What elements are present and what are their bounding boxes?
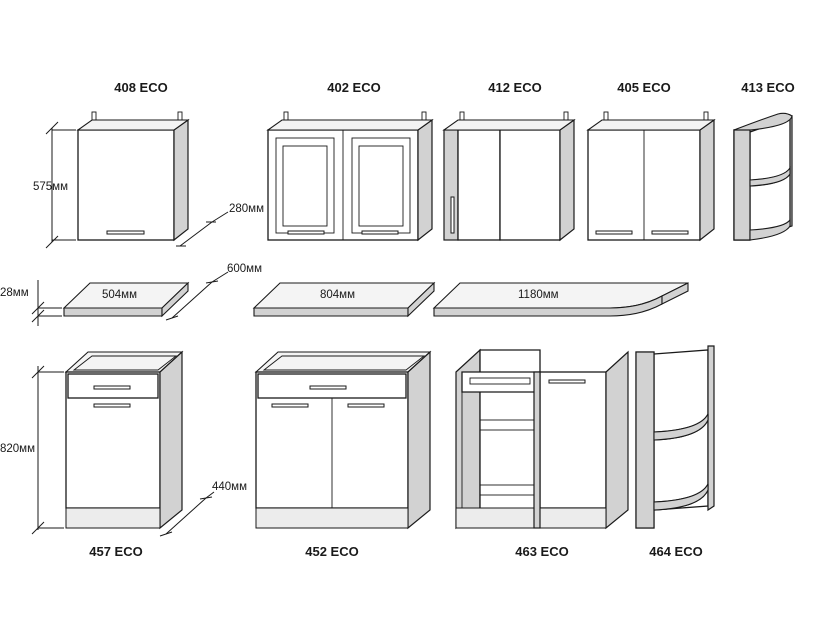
label-464: 464 ECO: [649, 544, 702, 559]
handle-icon: [450, 196, 455, 234]
dim-1180: 1180мм: [518, 289, 559, 301]
label-408: 408 ECO: [114, 80, 167, 95]
handle-icon: [309, 385, 347, 390]
dim-600: 600мм: [227, 263, 262, 275]
dim-280: 280мм: [229, 203, 264, 215]
dim-440: 440мм: [212, 481, 247, 493]
handle-icon: [595, 230, 633, 235]
handle-icon: [106, 230, 145, 235]
cabinet-457: [64, 350, 184, 530]
dim-575: 575мм: [33, 181, 68, 193]
handle-icon: [93, 403, 131, 408]
handle-icon: [271, 403, 309, 408]
cabinet-452: [254, 350, 432, 530]
handle-icon: [93, 385, 131, 390]
cabinet-413: [733, 112, 793, 241]
worktop-804: [252, 281, 436, 318]
cabinet-408: [76, 111, 190, 242]
dim-top-thickness: [31, 280, 62, 326]
dim-base-height: [31, 365, 64, 535]
dim-820: 820мм: [0, 443, 35, 455]
dim-28: 28мм: [0, 287, 29, 299]
cabinet-412: [442, 111, 576, 242]
dim-504: 504мм: [102, 289, 137, 301]
cabinet-464: [635, 345, 715, 529]
label-412: 412 ECO: [488, 80, 541, 95]
label-452: 452 ECO: [305, 544, 358, 559]
label-457: 457 ECO: [89, 544, 142, 559]
cabinet-405: [586, 111, 716, 242]
handle-icon: [347, 403, 385, 408]
label-463: 463 ECO: [515, 544, 568, 559]
worktop-504: [62, 281, 190, 318]
handle-icon: [287, 230, 325, 235]
dim-top-depth: [165, 271, 229, 321]
handle-icon: [651, 230, 689, 235]
dim-wall-depth: [176, 211, 229, 247]
label-405: 405 ECO: [617, 80, 670, 95]
cabinet-463: [455, 348, 629, 530]
dim-804: 804мм: [320, 289, 355, 301]
cabinet-402: [266, 111, 434, 242]
dim-wall-height: [45, 121, 76, 249]
dim-base-depth: [159, 491, 215, 537]
label-402: 402 ECO: [327, 80, 380, 95]
worktop-1180: [432, 282, 689, 317]
handle-icon: [548, 379, 586, 384]
label-413: 413 ECO: [741, 80, 794, 95]
handle-icon: [361, 230, 399, 235]
